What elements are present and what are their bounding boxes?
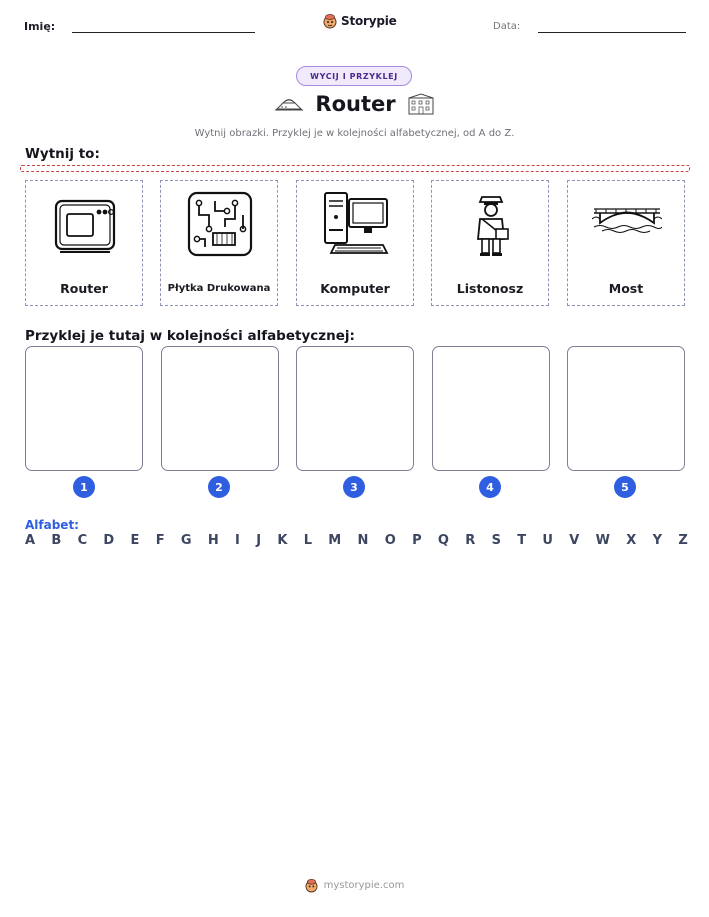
cut-card-router[interactable]: Router: [25, 180, 143, 306]
activity-badge: WYCIJ I PRZYKLEJ: [296, 66, 412, 86]
alphabet-letter: X: [626, 533, 637, 548]
title-row: Router: [0, 92, 709, 116]
alphabet-letter: U: [542, 533, 553, 548]
alphabet-letter: D: [103, 533, 115, 548]
alphabet-letter: Q: [437, 533, 449, 548]
cut-card-label: Router: [60, 281, 108, 296]
alphabet-letter: L: [303, 533, 312, 548]
mail-carrier-icon: [477, 196, 509, 256]
alphabet-letter: I: [235, 533, 240, 548]
cut-card-label: Komputer: [320, 281, 390, 296]
alphabet-letter: E: [130, 533, 140, 548]
bridge-icon: [592, 208, 662, 233]
alphabet-letter: V: [569, 533, 580, 548]
footer: mystorypie.com: [0, 878, 709, 893]
date-line: [538, 32, 686, 33]
instructions: Wytnij obrazki. Przyklej je w kolejności…: [194, 128, 515, 139]
alphabet-letter: C: [77, 533, 88, 548]
alphabet-letter: J: [256, 533, 262, 548]
alphabet-letter: Z: [678, 533, 688, 548]
slot-number-5: 5: [614, 476, 636, 498]
date-label: Data:: [493, 21, 521, 32]
storypie-mascot-icon: [305, 879, 318, 893]
alphabet-letter: H: [207, 533, 219, 548]
cut-card-label: Listonosz: [456, 281, 524, 296]
alphabet-letter: K: [277, 533, 288, 548]
alphabet-letter: F: [155, 533, 165, 548]
cut-card-circuit-board[interactable]: Płytka Drukowana: [160, 180, 278, 306]
slot-number-3: 3: [343, 476, 365, 498]
alphabet-letter: M: [328, 533, 342, 548]
router-small-icon: [275, 99, 304, 111]
footer-site: mystorypie.com: [323, 880, 405, 891]
alphabet-letter: W: [595, 533, 610, 548]
computer-icon: [324, 192, 389, 254]
slot-number-1: 1: [73, 476, 95, 498]
paste-slot-4[interactable]: [432, 346, 550, 471]
slot-number-2: 2: [208, 476, 230, 498]
circuit-board-icon: [187, 191, 253, 257]
alphabet-letter: G: [180, 533, 192, 548]
paste-slot-2[interactable]: [161, 346, 279, 471]
slot-number-4: 4: [479, 476, 501, 498]
paste-slot-5[interactable]: [567, 346, 685, 471]
name-label: Imię:: [24, 20, 56, 33]
alphabet-letter: P: [412, 533, 422, 548]
page-title: Router: [315, 92, 396, 116]
router-icon: [54, 199, 116, 253]
building-small-icon: [408, 93, 434, 115]
alphabet-letter: R: [465, 533, 476, 548]
paste-section-label: Przyklej je tutaj w kolejności alfabetyc…: [25, 328, 355, 344]
alphabet-letter: N: [357, 533, 369, 548]
paste-slot-3[interactable]: [296, 346, 414, 471]
alphabet-letter: B: [51, 533, 62, 548]
cut-card-bridge[interactable]: Most: [567, 180, 685, 306]
name-line: [72, 32, 255, 33]
alphabet-label: Alfabet:: [25, 518, 79, 532]
alphabet-letter: Y: [652, 533, 663, 548]
alphabet-letter: A: [25, 533, 36, 548]
alphabet-letters: A B C D E F G H I J K L M N O P Q R S T …: [25, 533, 688, 548]
alphabet-letter: O: [384, 533, 396, 548]
brand-name: Storypie: [341, 14, 397, 28]
storypie-mascot-icon: [323, 14, 337, 29]
cut-line: [20, 165, 690, 172]
cut-card-label: Most: [608, 281, 644, 296]
alphabet-letter: T: [517, 533, 527, 548]
cut-section-label: Wytnij to:: [25, 146, 100, 162]
alphabet-letter: S: [491, 533, 501, 548]
brand-logo: Storypie: [323, 13, 397, 29]
paste-slot-1[interactable]: [25, 346, 143, 471]
cut-card-label: Płytka Drukowana: [167, 283, 271, 294]
cut-card-mail-carrier[interactable]: Listonosz: [431, 180, 549, 306]
cut-card-computer[interactable]: Komputer: [296, 180, 414, 306]
